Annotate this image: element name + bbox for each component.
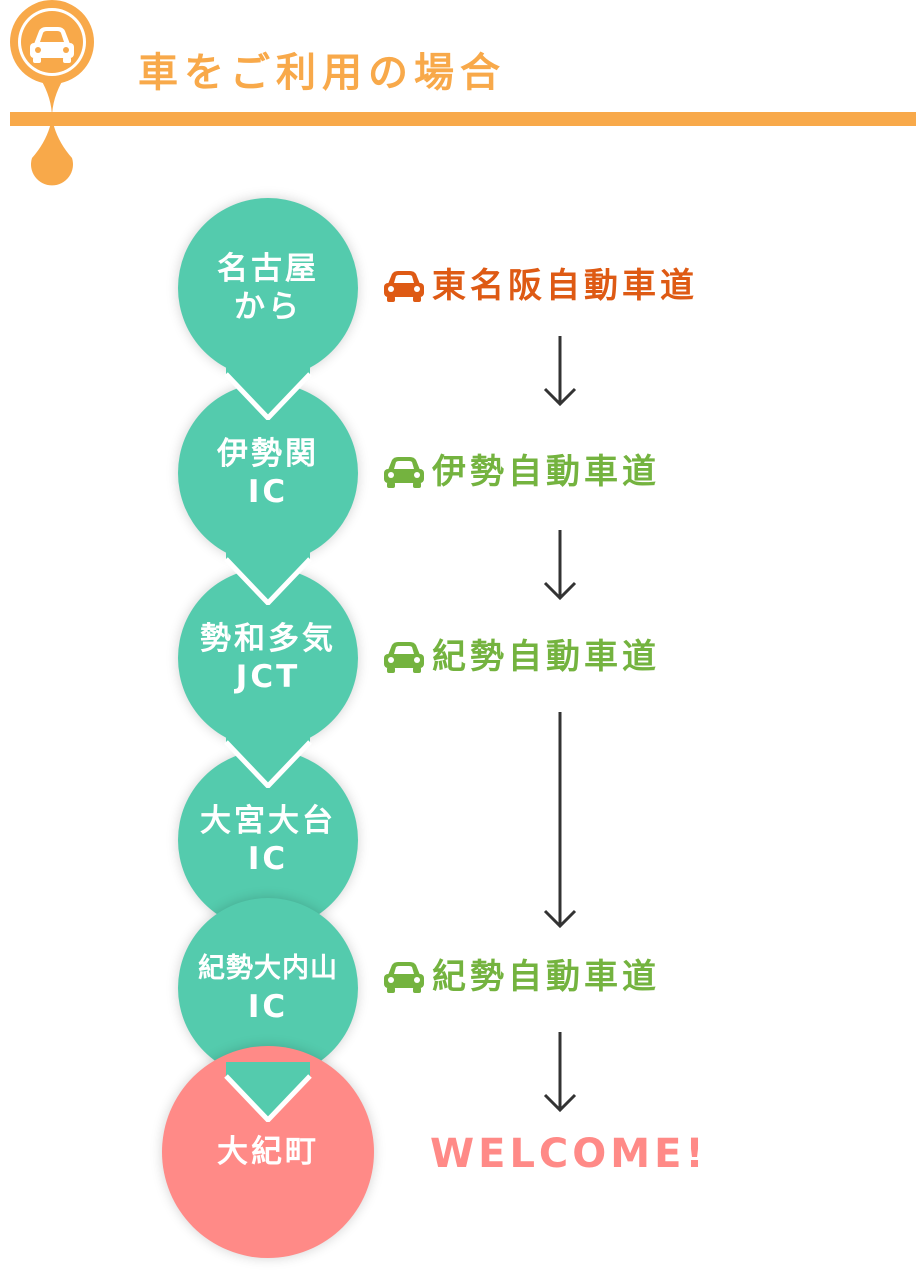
stop-label: 勢和多気 [200,621,336,657]
car-icon [30,27,74,63]
route-tomeihan: 東名阪自動車道 [382,264,698,308]
stop-label: 紀勢大内山 [198,953,338,984]
chevron-down-icon [224,360,312,420]
chevron-down-icon [224,545,312,605]
route-kisei-1: 紀勢自動車道 [382,635,660,679]
stop-nagoya: 名古屋 から [178,198,358,378]
welcome-text: WELCOME! [430,1131,708,1177]
down-arrow-icon [543,1032,577,1113]
page-title: 車をご利用の場合 [138,50,506,96]
car-icon [384,642,424,673]
route-kisei-2: 紀勢自動車道 [382,955,660,999]
chevron-down-icon [224,1062,312,1122]
stop-sublabel: IC [247,841,289,877]
stop-label: 名古屋 [217,251,319,287]
header-pin-icon [10,0,94,186]
chevron-down-icon [224,728,312,788]
route-label: 伊勢自動車道 [432,452,660,492]
car-icon [384,271,424,302]
stop-label: 大紀町 [217,1134,319,1170]
stop-sublabel: IC [247,989,289,1025]
down-arrow-icon [543,712,577,929]
stop-sublabel: IC [247,474,289,510]
header-divider [10,112,916,126]
stop-label: 大宮大台 [200,803,336,839]
down-arrow-icon [543,336,577,407]
car-icon [384,457,424,488]
down-arrow-icon [543,530,577,601]
stop-sublabel: から [234,289,302,325]
stop-sublabel: JCT [235,659,301,695]
route-label: 東名阪自動車道 [432,266,698,306]
route-ise: 伊勢自動車道 [382,450,660,494]
car-icon [384,962,424,993]
route-label: 紀勢自動車道 [432,637,660,677]
route-label: 紀勢自動車道 [432,957,660,997]
stop-label: 伊勢関 [217,436,319,472]
